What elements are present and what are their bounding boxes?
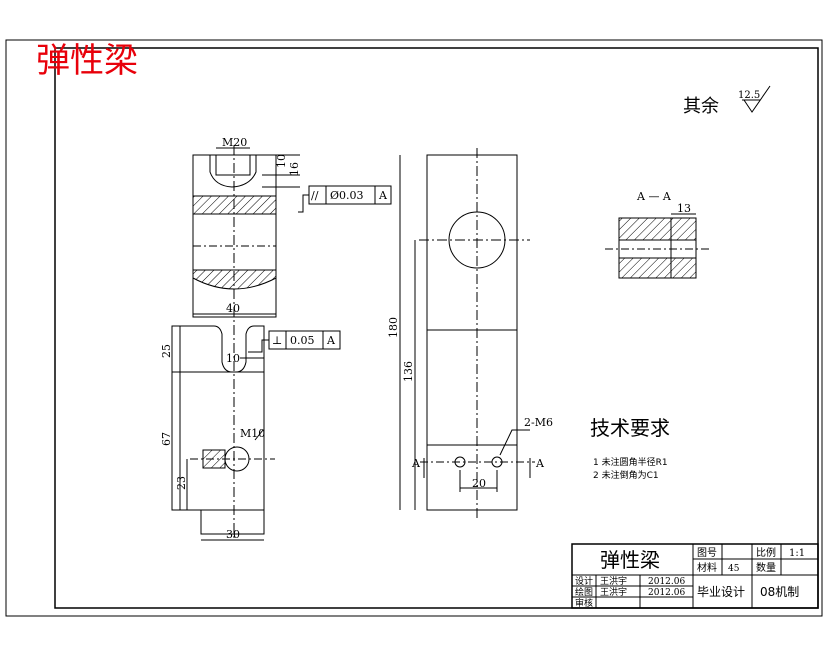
front-view — [171, 145, 300, 541]
tech-req-heading: 技术要求 — [590, 416, 670, 440]
tb-name-design: 王洪宇 — [600, 575, 627, 587]
roughness-symbol — [743, 85, 771, 113]
tb-name-drawing: 王洪宇 — [600, 586, 627, 598]
tb-date-drawing: 2012.06 — [648, 588, 685, 598]
svg-text:A: A — [326, 334, 336, 347]
front-dim-base-width: 30 — [226, 528, 240, 541]
svg-text:A: A — [378, 189, 388, 202]
section-mark-left: A — [411, 457, 421, 470]
front-dim-hole-offset: 23 — [175, 476, 188, 490]
tech-req-item-2: 2 未注倒角为C1 — [593, 469, 659, 481]
title-block — [571, 543, 819, 609]
tolerance-frame-parallel: // Ø0.03 A — [298, 185, 392, 213]
front-dim-neck-height: 25 — [160, 344, 173, 358]
svg-text://: // — [311, 189, 319, 202]
tb-role-drawing: 绘图 — [575, 586, 593, 598]
side-view — [399, 148, 535, 518]
tb-material-value: 45 — [728, 564, 740, 574]
tb-drawing-no-label: 图号 — [697, 547, 717, 559]
svg-text:0.05: 0.05 — [290, 334, 315, 347]
tb-project: 毕业设计 — [697, 585, 745, 599]
tb-part-name: 弹性梁 — [600, 548, 660, 572]
front-dim-neck-gap: 10 — [226, 352, 240, 365]
svg-text:⊥: ⊥ — [272, 334, 282, 347]
side-dim-hole-spacing: 20 — [472, 477, 486, 490]
tb-role-review: 审核 — [575, 597, 593, 609]
inner-frame — [54, 47, 819, 609]
front-dim-lower-thread: M10 — [240, 427, 265, 440]
roughness-value: 12.5 — [738, 90, 760, 101]
front-dim-lower-height: 67 — [160, 432, 173, 446]
front-dim-depth-outer: 16 — [288, 162, 301, 176]
svg-text:Ø0.03: Ø0.03 — [330, 189, 364, 202]
tolerance-frame-perpendicular: ⊥ 0.05 A — [248, 330, 341, 353]
tech-req-item-1: 1 未注圆角半径R1 — [593, 456, 668, 468]
section-dim: 13 — [677, 202, 691, 215]
side-dim-holes: 2-M6 — [524, 416, 553, 429]
front-dim-depth-inner: 10 — [275, 154, 288, 168]
front-dim-thread-top: M20 — [222, 136, 247, 149]
section-view — [605, 213, 710, 279]
outer-border — [5, 39, 823, 617]
roughness-note: 其余 12.5 — [683, 85, 771, 117]
side-dim-total-height: 180 — [387, 317, 400, 338]
tb-material-label: 材料 — [697, 561, 717, 574]
roughness-label: 其余 — [683, 96, 719, 117]
tb-scale-value: 1:1 — [789, 548, 805, 559]
tb-date-design: 2012.06 — [648, 577, 685, 587]
tb-class: 08机制 — [760, 585, 799, 599]
sheet-title: 弹性梁 — [36, 41, 138, 81]
section-mark-right: A — [535, 457, 545, 470]
tb-role-design: 设计 — [575, 575, 593, 587]
front-dim-width: 40 — [226, 302, 240, 315]
side-dim-hole-height: 136 — [402, 361, 415, 382]
tb-scale-label: 比例 — [756, 546, 776, 559]
tb-quantity-label: 数量 — [756, 561, 776, 574]
section-label: A — A — [636, 190, 672, 203]
